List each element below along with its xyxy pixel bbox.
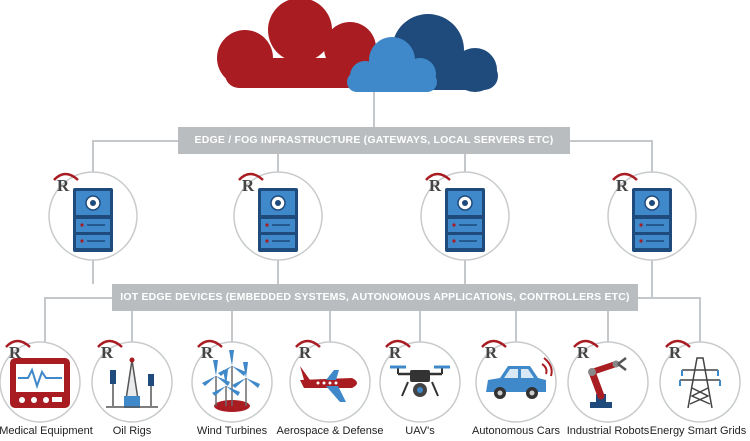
- r-logo-icon: R: [5, 339, 31, 362]
- server-rack-icon: [258, 188, 298, 252]
- r-logo-icon: R: [481, 339, 507, 362]
- iot-edge-devices-bar: IOT EDGE DEVICES (EMBEDDED SYSTEMS, AUTO…: [112, 284, 638, 311]
- server-rack-icon: [73, 188, 113, 252]
- device-label: Wind Turbines: [196, 425, 268, 437]
- device-label: UAV's: [405, 425, 435, 437]
- svg-text:R: R: [429, 176, 442, 195]
- r-logo-icon: R: [612, 172, 638, 195]
- device-label: Aerospace & Defense: [276, 425, 384, 437]
- device-node: R: [379, 339, 461, 423]
- svg-text:R: R: [577, 343, 590, 362]
- r-logo-icon: R: [97, 339, 123, 362]
- svg-text:R: R: [669, 343, 682, 362]
- car-icon: [486, 357, 553, 399]
- drone-icon: [390, 365, 450, 397]
- svg-text:R: R: [242, 176, 255, 195]
- svg-text:R: R: [485, 343, 498, 362]
- server-rack-icon: [632, 188, 672, 252]
- edge-server-node: R: [607, 171, 697, 261]
- cloud-icon: [217, 0, 498, 92]
- device-node: R: [289, 339, 371, 423]
- svg-text:R: R: [101, 343, 114, 362]
- oil-rig-icon: [106, 357, 158, 408]
- r-logo-icon: R: [53, 172, 79, 195]
- device-label: Oil Rigs: [112, 425, 152, 437]
- r-logo-icon: R: [665, 339, 691, 362]
- device-node: R: [191, 339, 273, 423]
- device-node: R: [475, 339, 557, 423]
- edge-fog-infrastructure-bar: EDGE / FOG INFRASTRUCTURE (GATEWAYS, LOC…: [178, 127, 570, 154]
- server-rack-icon: [445, 188, 485, 252]
- edge-server-node: R: [48, 171, 138, 261]
- svg-text:R: R: [616, 176, 629, 195]
- r-logo-icon: R: [238, 172, 264, 195]
- device-node: R: [567, 339, 649, 423]
- svg-text:R: R: [201, 343, 214, 362]
- device-label: Industrial Robots: [566, 425, 650, 437]
- r-logo-icon: R: [385, 339, 411, 362]
- airplane-icon: [300, 366, 357, 402]
- robot-arm-icon: [588, 357, 627, 408]
- svg-text:R: R: [389, 343, 402, 362]
- medical-monitor-icon: [10, 358, 70, 408]
- svg-text:R: R: [299, 343, 312, 362]
- device-label: Energy Smart Grids: [649, 425, 747, 437]
- connector-lines: [44, 88, 701, 342]
- r-logo-icon: R: [197, 339, 223, 362]
- r-logo-icon: R: [573, 339, 599, 362]
- r-logo-icon: R: [295, 339, 321, 362]
- device-label: Autonomous Cars: [471, 425, 561, 437]
- edge-server-node: R: [420, 171, 510, 261]
- r-logo-icon: R: [425, 172, 451, 195]
- edge-server-node: R: [233, 171, 323, 261]
- device-node: R: [91, 339, 173, 423]
- device-label: Medical Equipment: [0, 425, 93, 437]
- wind-turbine-icon: [202, 350, 260, 412]
- device-node: R: [0, 339, 81, 423]
- power-tower-icon: [679, 357, 721, 409]
- svg-text:R: R: [9, 343, 22, 362]
- device-node: R: [659, 339, 741, 423]
- svg-text:R: R: [57, 176, 70, 195]
